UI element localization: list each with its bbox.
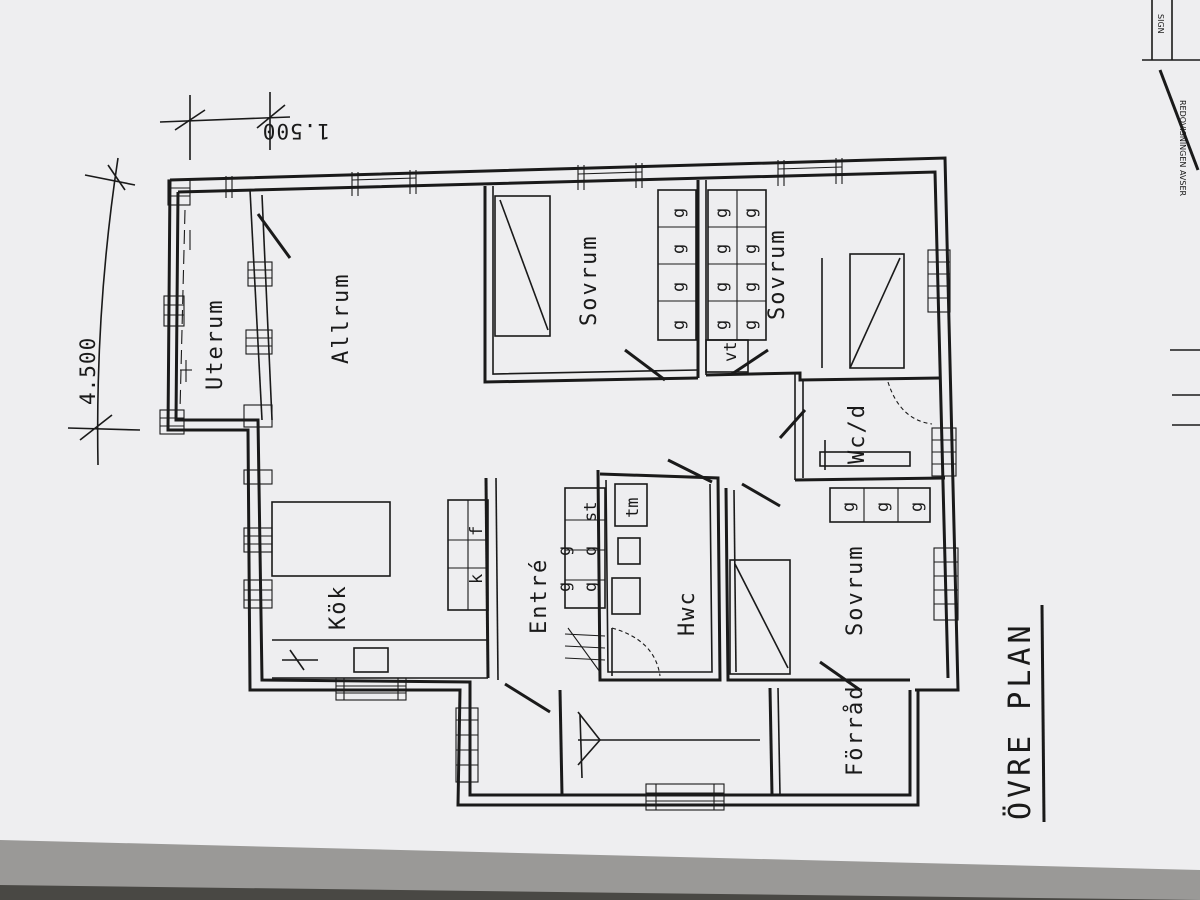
fixture-g: g	[669, 282, 689, 292]
fixture-g: g	[712, 208, 732, 218]
fixture-k: k	[467, 574, 487, 584]
fixture-g: g	[669, 320, 689, 330]
fixture-g: g	[712, 244, 732, 254]
fixture-g: g	[741, 208, 761, 218]
fixture-tm: tm	[623, 498, 643, 518]
fixture-g: g	[712, 282, 732, 292]
wardrobes	[447, 189, 931, 611]
plan-title: ÖVRE PLAN	[1002, 604, 1046, 823]
dimension-width: 4.500	[76, 337, 100, 405]
fixture-g: g	[555, 546, 575, 556]
fixture-g: g	[741, 282, 761, 292]
room-label-allrum: Allrum	[329, 273, 354, 364]
interior-walls	[272, 180, 946, 796]
room-label-uterum: Uterum	[203, 299, 228, 390]
fixture-g: g	[581, 582, 601, 592]
outer-walls	[166, 156, 960, 807]
doors	[256, 213, 933, 714]
fixture-vt: vt	[721, 342, 741, 362]
room-label-sovrum-top-right: Sovrum	[765, 229, 790, 320]
fixture-g: g	[741, 244, 761, 254]
windows	[159, 158, 959, 811]
room-label-wcd: Wc/d	[845, 403, 870, 464]
fixture-st: st	[581, 502, 601, 522]
room-label-kok: Kök	[326, 584, 351, 630]
dimension-lines: 4.500 1.500	[67, 92, 330, 466]
fixture-g: g	[555, 582, 575, 592]
room-label-sovrum-top-left: Sovrum	[577, 235, 602, 326]
room-label-entre: Entré	[527, 558, 552, 634]
room-label-sovrum-bottom: Sovrum	[843, 545, 868, 636]
fixture-f: f	[467, 526, 487, 536]
room-label-hwc: Hwc	[675, 590, 700, 636]
fixture-labels: g g g g g g g g g g g g vt g g g st g g …	[467, 208, 927, 592]
title-block: SIGN REDOVISNINGEN AVSER	[1142, 0, 1200, 426]
fixture-g: g	[712, 320, 732, 330]
furniture	[180, 195, 911, 779]
fixture-g: g	[873, 502, 893, 512]
title-block-avser: REDOVISNINGEN AVSER	[1178, 100, 1187, 197]
fixture-g: g	[839, 502, 859, 512]
room-labels: Uterum Allrum Sovrum Sovrum Wc/d Kök Ent…	[203, 229, 870, 776]
fixture-g: g	[669, 244, 689, 254]
plan-title-text: ÖVRE PLAN	[1002, 621, 1038, 820]
fixture-g: g	[741, 320, 761, 330]
fixture-g: g	[669, 208, 689, 218]
dimension-offset: 1.500	[262, 119, 330, 143]
fixture-g: g	[907, 502, 927, 512]
room-label-forrad: Förråd	[842, 685, 868, 776]
title-block-sign: SIGN	[1156, 14, 1165, 34]
paper-shadow	[0, 840, 1200, 900]
fixture-g: g	[581, 546, 601, 556]
